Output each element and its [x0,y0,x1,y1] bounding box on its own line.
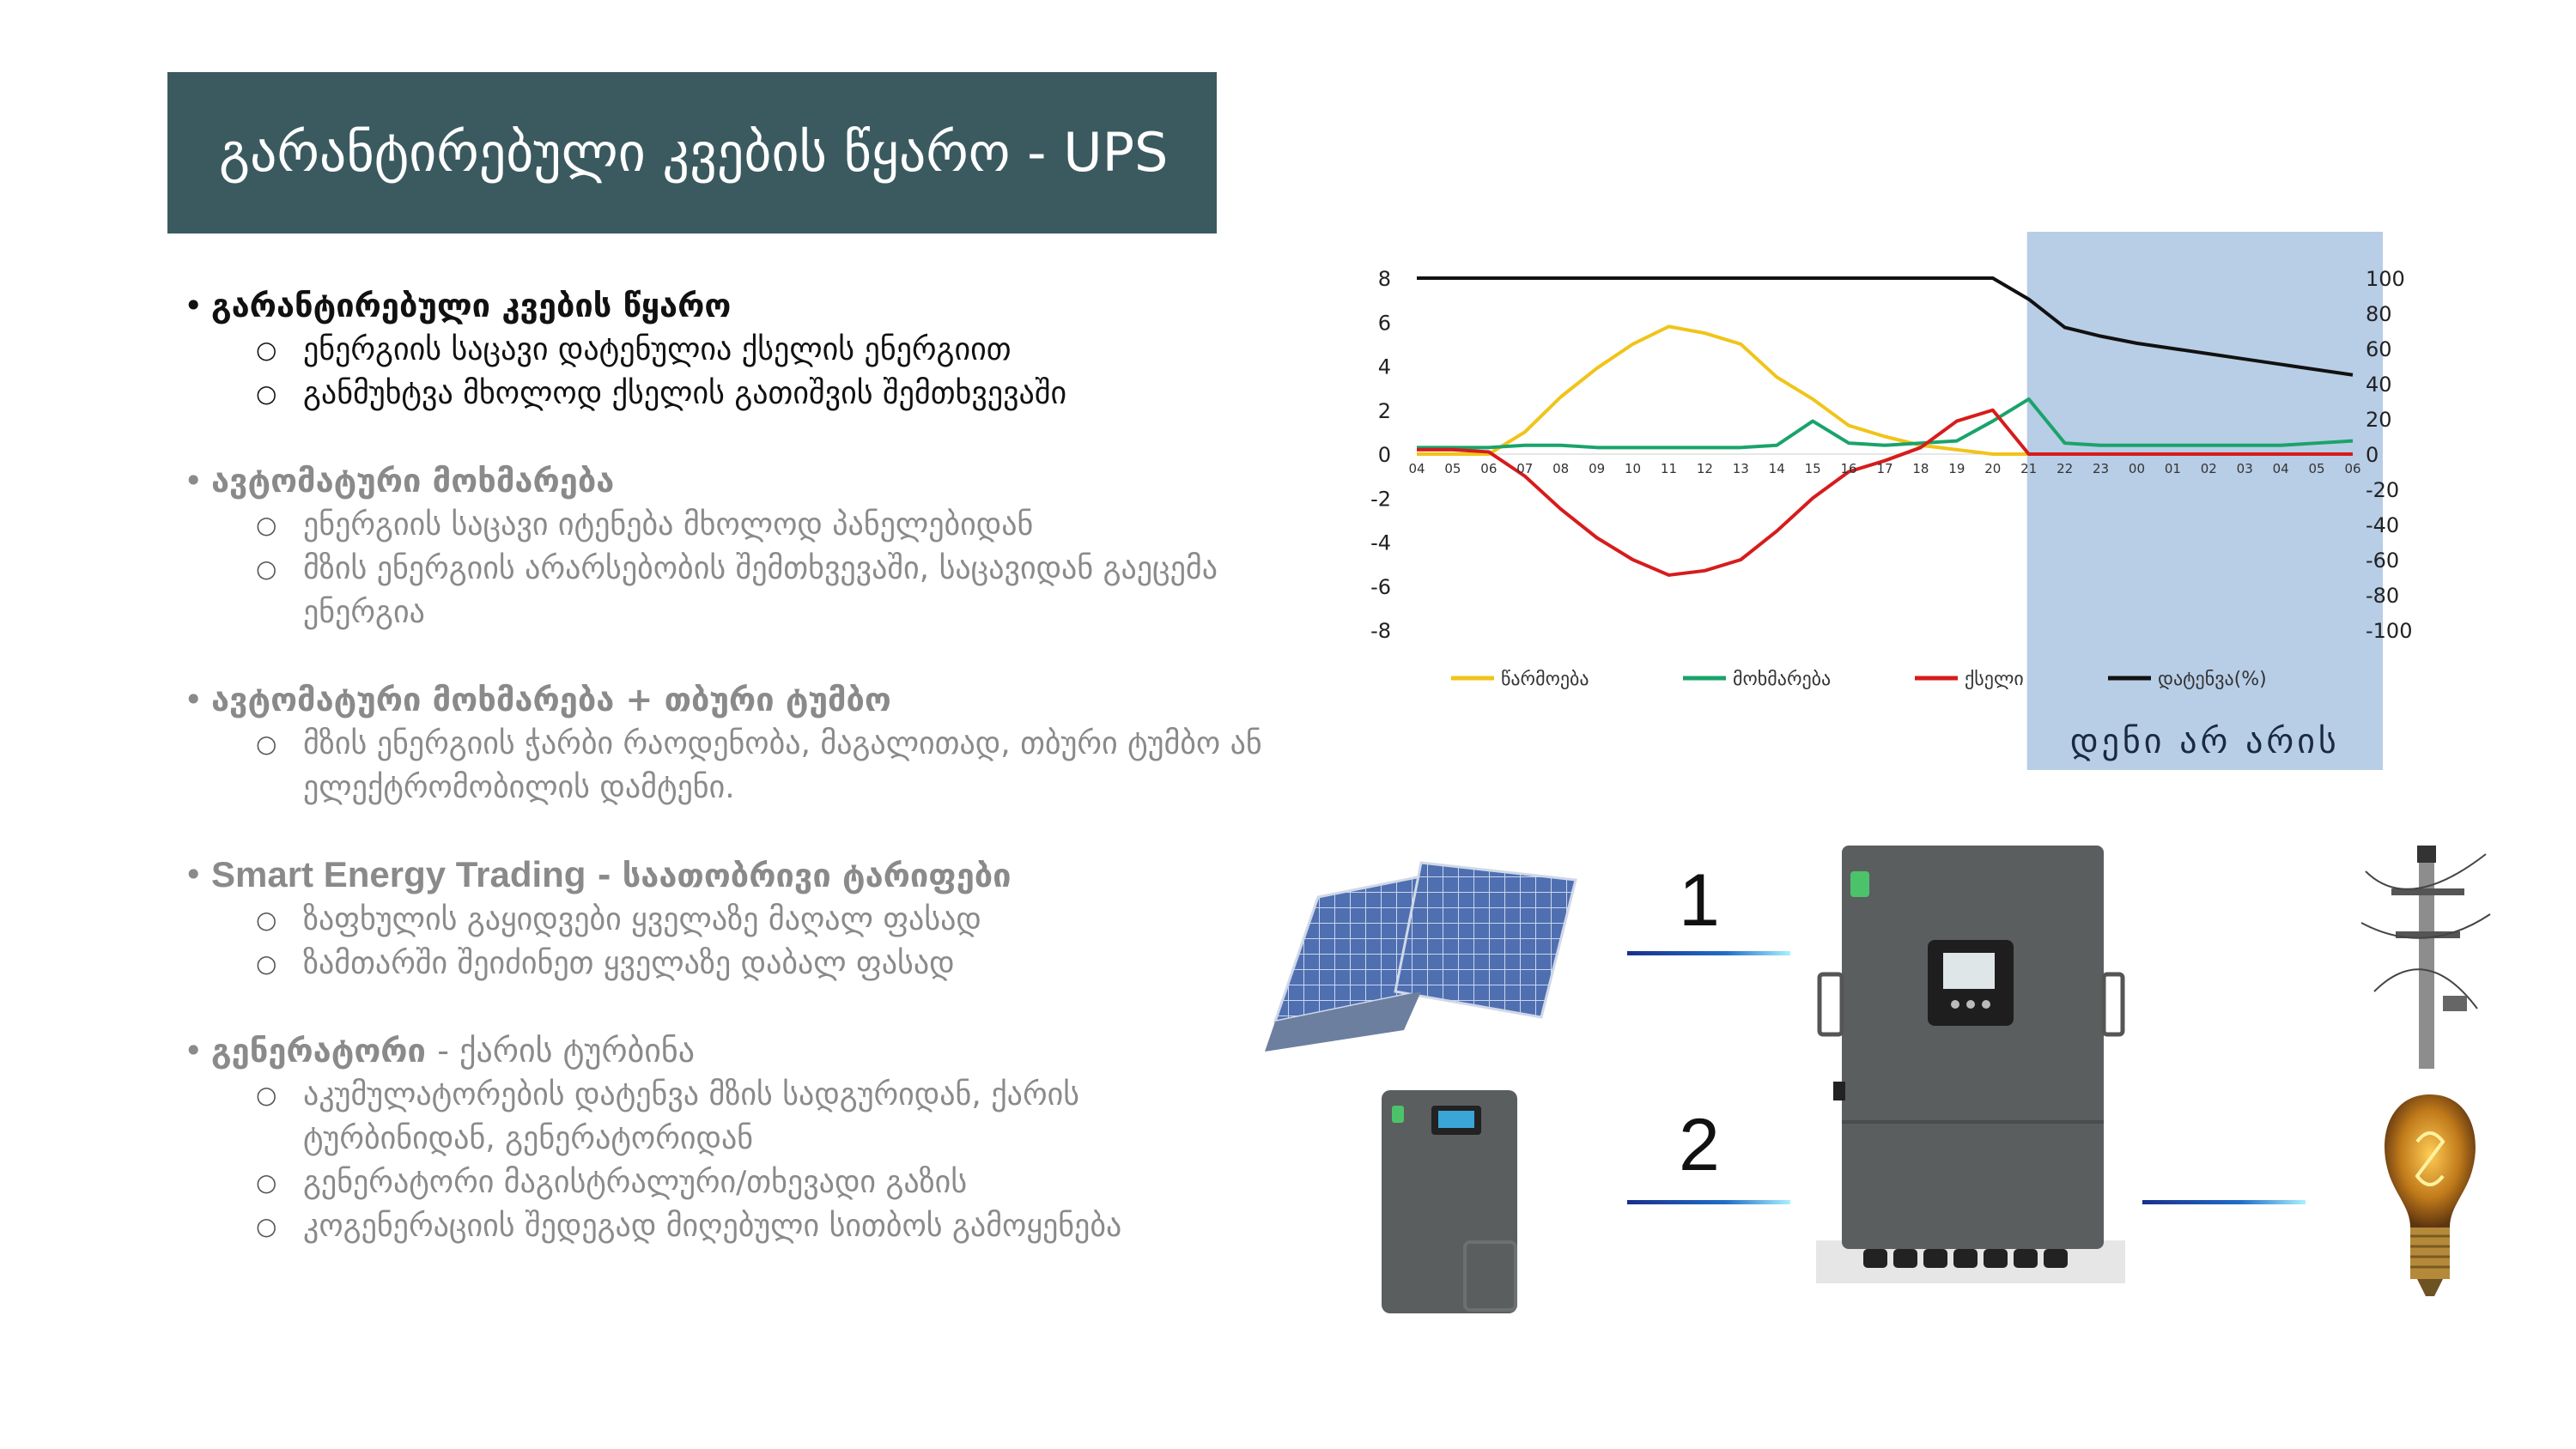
x-tick-label: 13 [1733,461,1749,476]
list-item: კოგენერაციის შედეგად მიღებული სითბოს გამ… [180,1204,1262,1248]
y-right-tick-label: -60 [2366,549,2399,573]
y-left-tick-label: 6 [1378,311,1391,335]
x-tick-label: 22 [2057,461,2073,476]
connector-line-2 [1627,1200,1790,1204]
x-tick-label: 10 [1625,461,1641,476]
x-tick-label: 06 [2344,461,2360,476]
x-tick-label: 16 [1841,461,1857,476]
x-tick-label: 01 [2165,461,2181,476]
section-heading: Smart Energy Trading - საათობრივი ტარიფე… [180,852,1262,898]
x-tick-label: 18 [1912,461,1929,476]
section-auto-consumption-heatpump: ავტომატური მოხმარება + თბური ტუმბო მზის … [180,677,1262,809]
y-right-tick-label: 20 [2366,408,2392,432]
section-heading-bold: გენერატორი [211,1032,426,1070]
y-left-tick-label: 8 [1378,267,1391,291]
y-left-tick-label: 0 [1378,443,1391,467]
inverter-image [1816,846,2125,1283]
x-tick-label: 03 [2237,461,2253,476]
list-item: ენერგიის საცავი იტენება მხოლოდ პანელებიდ… [180,503,1262,547]
connector-line-3 [2142,1200,2306,1204]
bullet-list: გარანტირებული კვების წყარო ენერგიის საცა… [180,283,1262,1248]
battery-image [1382,1090,1517,1313]
diagram-label-2: 2 [1679,1104,1720,1186]
energy-chart: 86420-2-4-6-8100806040200-20-40-60-80-10… [1370,232,2412,770]
series-line-3 [1417,276,2354,377]
y-right-tick-label: -20 [2366,478,2399,502]
legend-label: დატენვა(%) [2158,669,2267,690]
light-bulb-image [2385,1094,2476,1296]
y-right-tick-label: -100 [2366,619,2412,643]
section-heading-bold: Smart Energy Trading [211,854,586,894]
list-item: მზის ენერგიის ჭარბი რაოდენობა, მაგალითად… [180,722,1262,809]
no-power-label: დენი არ არის [2070,722,2340,761]
y-left-tick-label: 4 [1378,355,1391,379]
y-left-tick-label: 2 [1378,399,1391,423]
y-right-tick-label: 100 [2366,267,2405,291]
list-item: აკუმულატორების დატენვა მზის სადგურიდან, … [180,1073,1262,1161]
series-line-1 [1417,397,2354,450]
battery-display [1431,1106,1481,1135]
section-heading: ავტომატური მოხმარება [180,458,1262,503]
y-right-tick-label: -40 [2366,513,2399,537]
connector-line-1 [1627,951,1790,955]
y-left-tick-label: -6 [1370,575,1391,599]
section-heading: გარანტირებული კვების წყარო [180,283,1262,328]
x-tick-label: 21 [2020,461,2037,476]
x-tick-label: 00 [2129,461,2145,476]
section-heading-rest: - საათობრივი ტარიფები [597,857,1012,894]
x-tick-label: 19 [1948,461,1965,476]
solar-panels-image [1265,861,1577,1052]
x-tick-label: 05 [2309,461,2325,476]
list-item: ენერგიის საცავი დატენულია ქსელის ენერგიი… [180,328,1262,372]
list-item: განმუხტვა მხოლოდ ქსელის გათიშვის შემთხვე… [180,372,1262,415]
x-tick-label: 08 [1552,461,1569,476]
x-tick-label: 05 [1444,461,1461,476]
x-tick-label: 04 [1408,461,1425,476]
y-right-tick-label: -80 [2366,584,2399,608]
x-tick-label: 15 [1805,461,1821,476]
logo-icon [1392,1106,1404,1123]
section-heading-rest: - ქარის ტურბინა [437,1032,696,1070]
y-right-tick-label: 80 [2366,302,2392,326]
x-tick-label: 23 [2093,461,2109,476]
power-pole-image [2360,846,2491,1069]
legend-label: წარმოება [1501,669,1589,690]
section-heading: ავტომატური მოხმარება + თბური ტუმბო [180,677,1262,722]
legend-label: ქსელი [1965,669,2024,690]
x-tick-label: 09 [1589,461,1605,476]
legend-label: მოხმარება [1733,669,1831,690]
series-line-2 [1417,408,2353,577]
section-auto-consumption: ავტომატური მოხმარება ენერგიის საცავი იტე… [180,458,1262,634]
y-right-tick-label: 60 [2366,337,2392,361]
x-tick-label: 11 [1661,461,1677,476]
list-item: ზაფხულის გაყიდვები ყველაზე მაღალ ფასად [180,898,1262,942]
section-smart-trading: Smart Energy Trading - საათობრივი ტარიფე… [180,852,1262,985]
x-tick-label: 14 [1769,461,1785,476]
slide-title: გარანტირებული კვების წყარო - UPS [219,121,1169,184]
x-tick-label: 06 [1480,461,1497,476]
list-item: გენერატორი მაგისტრალური/თხევადი გაზის [180,1161,1262,1204]
y-left-tick-label: -2 [1370,487,1391,511]
section-generator: გენერატორი - ქარის ტურბინა აკუმულატორები… [180,1028,1262,1248]
title-bar: გარანტირებული კვების წყარო - UPS [167,72,1217,233]
section-guaranteed-supply: გარანტირებული კვების წყარო ენერგიის საცა… [180,283,1262,415]
x-tick-label: 04 [2273,461,2289,476]
diagram-label-1: 1 [1679,859,1720,942]
y-right-tick-label: 0 [2366,443,2379,467]
x-tick-label: 07 [1516,461,1533,476]
y-left-tick-label: -8 [1370,619,1391,643]
list-item: მზის ენერგიის არარსებობის შემთხვევაში, ს… [180,547,1262,634]
x-tick-label: 02 [2201,461,2217,476]
x-tick-label: 17 [1876,461,1893,476]
y-left-tick-label: -4 [1370,531,1391,555]
no-power-highlight [2026,232,2383,770]
section-heading: გენერატორი - ქარის ტურბინა [180,1028,1262,1073]
list-item: ზამთარში შეიძინეთ ყველაზე დაბალ ფასად [180,942,1262,985]
x-tick-label: 20 [1984,461,2001,476]
x-tick-label: 12 [1697,461,1713,476]
y-right-tick-label: 40 [2366,373,2392,397]
